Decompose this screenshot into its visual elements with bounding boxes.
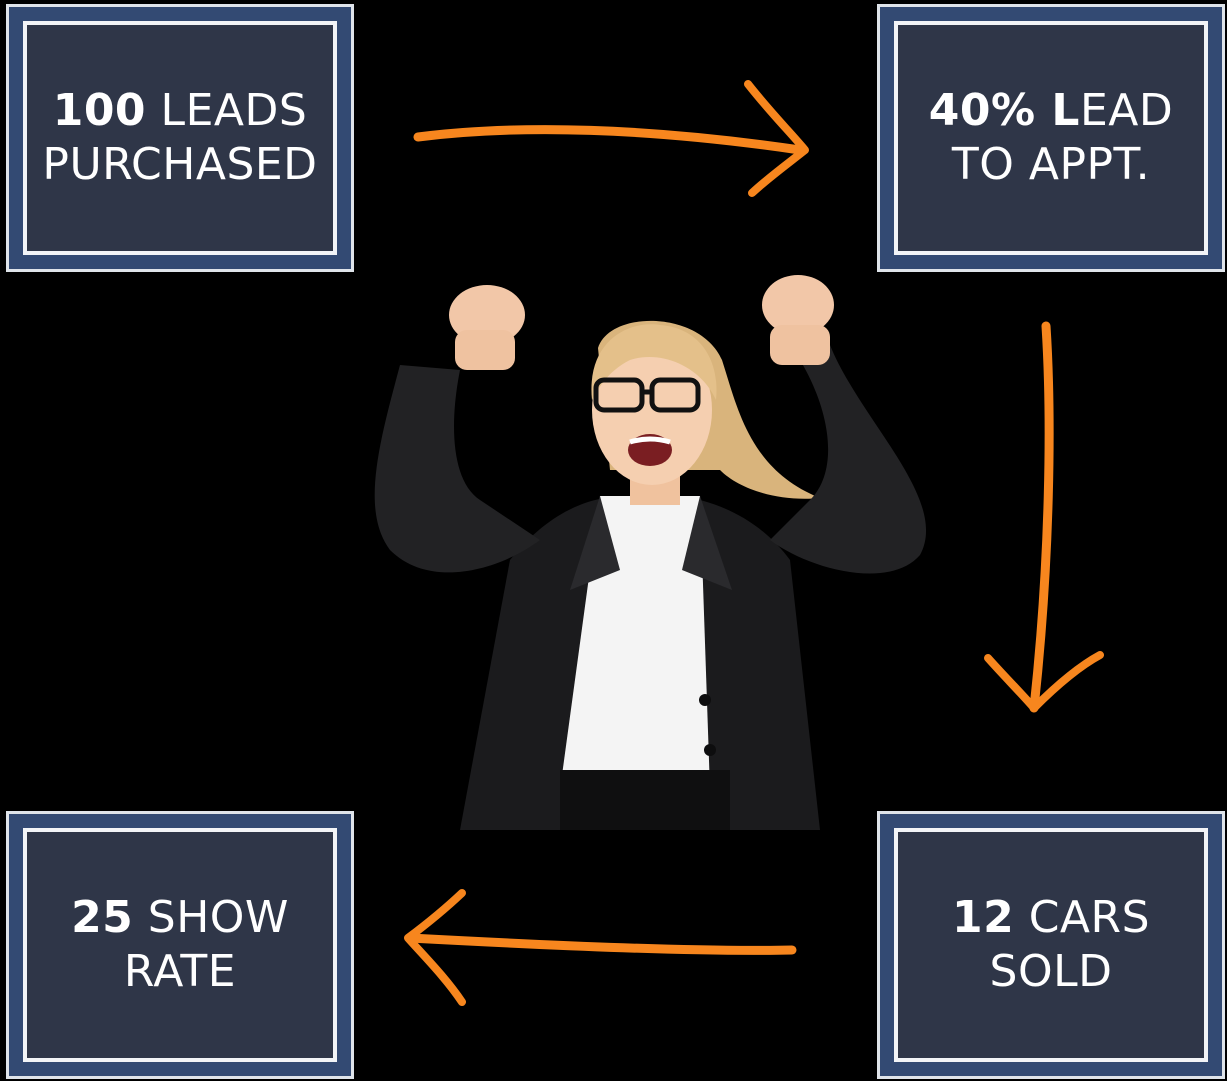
step-label: LEADS — [146, 85, 308, 136]
step-line-1: 12 CARS — [952, 891, 1150, 945]
step-line-1: 40% LEAD — [929, 84, 1173, 138]
step-box-cars-sold: 12 CARS SOLD — [877, 811, 1225, 1079]
step-line-2: TO APPT. — [951, 139, 1151, 190]
celebrating-businesswoman-image — [374, 275, 927, 830]
step-label: SHOW — [133, 892, 289, 943]
step-label: CARS — [1014, 892, 1151, 943]
step-line-1: 100 LEADS — [53, 84, 308, 138]
step-box-inner: 100 LEADS PURCHASED — [23, 21, 337, 255]
step-line-2: PURCHASED — [42, 139, 318, 190]
step-line-1: 25 SHOW — [71, 891, 289, 945]
step-number: 25 — [71, 892, 134, 943]
arrow-left-icon — [404, 889, 797, 1006]
step-box-show-rate: 25 SHOW RATE — [6, 811, 354, 1079]
step-box-inner: 25 SHOW RATE — [23, 828, 337, 1062]
step-label: EAD — [1079, 85, 1174, 136]
step-box-inner: 40% LEAD TO APPT. — [894, 21, 1208, 255]
step-box-inner: 12 CARS SOLD — [894, 828, 1208, 1062]
step-box-leads-purchased: 100 LEADS PURCHASED — [6, 4, 354, 272]
step-line-2: RATE — [123, 946, 237, 997]
step-number: 100 — [52, 85, 147, 136]
step-line-2: SOLD — [989, 946, 1113, 997]
arrow-right-icon — [413, 80, 809, 197]
step-box-lead-to-appt: 40% LEAD TO APPT. — [877, 4, 1225, 272]
step-number: 40% L — [928, 85, 1080, 136]
arrow-down-icon — [984, 321, 1104, 713]
step-number: 12 — [951, 892, 1015, 943]
